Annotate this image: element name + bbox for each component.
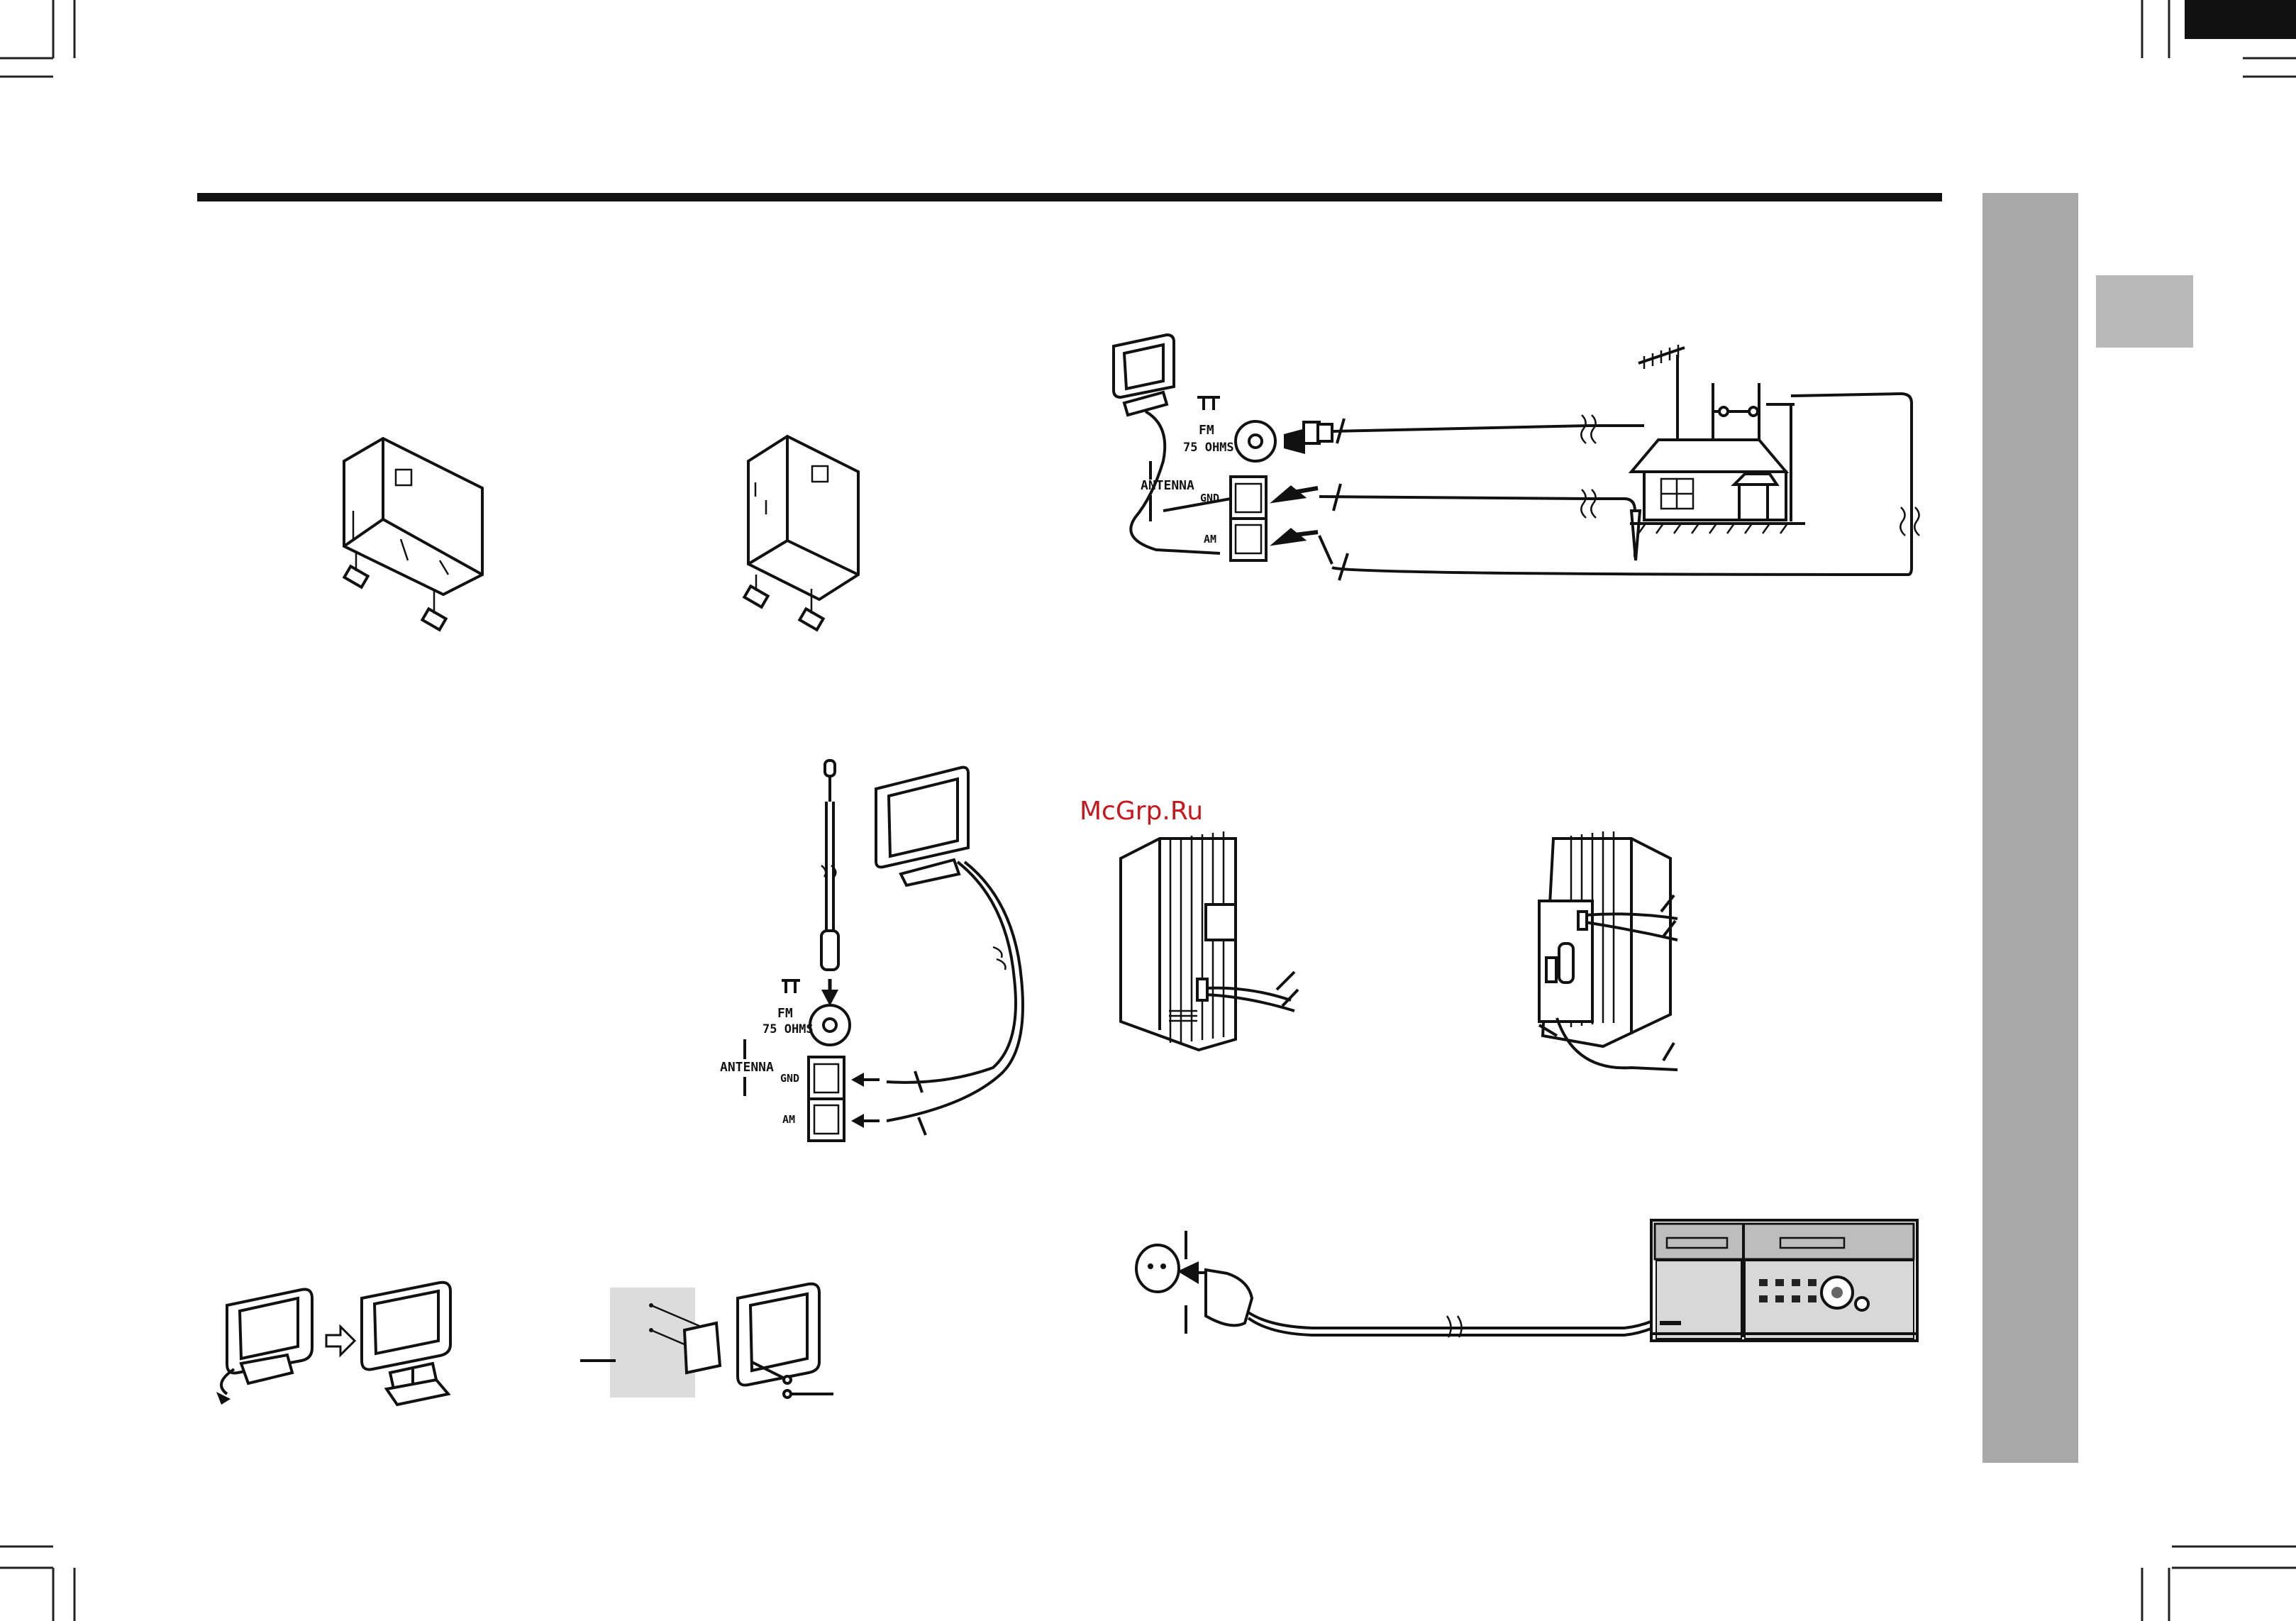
speaker-rear-right-illustration (1539, 831, 1677, 1070)
speaker-vertical-illustration (744, 436, 858, 630)
outdoor-antenna-diagram: FM 75 OHMS ANTENNA GND AM (1114, 335, 1919, 580)
fm-label-2: FM (777, 1006, 793, 1021)
power-connection-diagram (1136, 1220, 1917, 1341)
gnd-label-2: GND (780, 1072, 799, 1085)
fm-ohms-label: 75 OHMS (1183, 441, 1234, 455)
side-tab (1982, 193, 2078, 1463)
speaker-rear-left-illustration (1121, 831, 1298, 1050)
am-label: AM (1204, 533, 1216, 546)
fm-label: FM (1199, 423, 1214, 438)
speaker-horizontal-illustration (344, 438, 482, 630)
fm-ohms-label-2: 75 OHMS (762, 1022, 814, 1036)
supplied-antennas-diagram: FM 75 OHMS ANTENNA GND AM (720, 760, 1023, 1141)
header-rule (197, 193, 1942, 201)
watermark: McGrp.Ru (1080, 797, 1203, 826)
side-tab-marker (2096, 275, 2193, 348)
antenna-label-2: ANTENNA (720, 1060, 774, 1075)
am-label-2: AM (782, 1113, 795, 1126)
corner-black-tab (2185, 0, 2296, 39)
loop-antenna-assembly (216, 1283, 450, 1405)
wall-mount-antenna (580, 1284, 833, 1398)
antenna-label: ANTENNA (1141, 478, 1194, 493)
